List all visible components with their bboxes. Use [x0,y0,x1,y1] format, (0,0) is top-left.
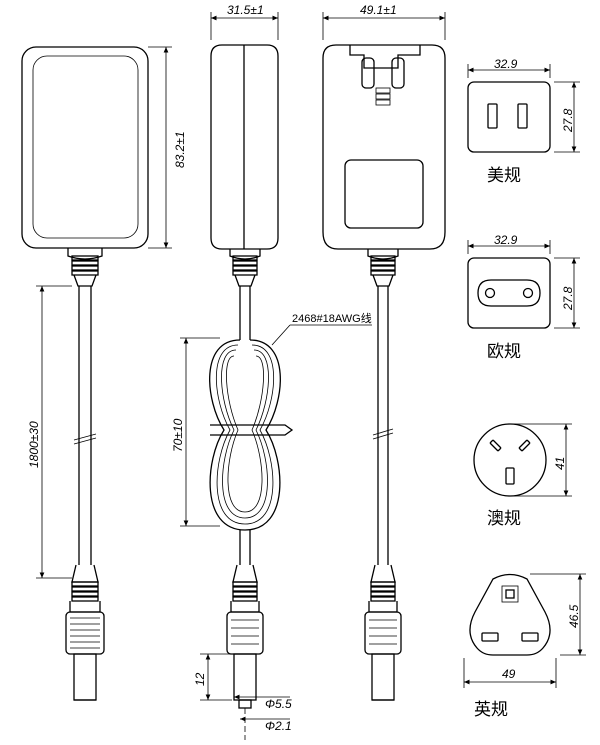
label-uk: 英规 [474,700,508,720]
label-inner-dia: Φ2.1 [265,719,292,733]
label-uk-height: 46.5 [567,604,581,628]
label-cable-spec: 2468#18AWG线 [292,311,372,325]
prong-left [361,57,375,89]
adapter-body-back [322,44,446,250]
au-plug [473,423,572,497]
side-view [180,12,372,740]
label-au: 澳规 [487,509,521,529]
dim-cable-length [36,285,72,579]
label-eu-width: 32.9 [494,233,518,247]
dc-plug-side [226,564,264,740]
label-area [344,159,424,229]
prong-right [391,57,405,89]
strain-relief-top [67,248,103,287]
dim-height-body [148,46,172,249]
label-width-back: 49.1±1 [360,3,397,17]
label-cable-length: 1800±30 [27,421,41,468]
label-outer-dia: Φ5.5 [265,697,292,711]
prong-slot [349,45,421,69]
back-view [322,12,446,701]
adapter-face [32,55,139,239]
dc-plug-back [364,564,402,701]
label-us: 美规 [487,166,521,186]
adapter-body-front [21,46,149,249]
label-height-body: 83.2±1 [173,131,187,168]
eu-plug [467,240,580,329]
cable-break-mark [73,433,97,445]
label-width-top: 31.5±1 [227,3,264,17]
label-us-width: 32.9 [494,57,518,71]
adapter-body-side [210,44,279,250]
label-us-height: 27.8 [561,108,575,133]
us-plug [467,64,580,153]
label-coil-length: 70±10 [171,418,185,452]
uk-plug [463,573,586,688]
front-view [21,46,172,701]
label-eu-height: 27.8 [561,286,575,311]
label-plug-length: 12 [193,672,207,686]
label-eu: 欧规 [487,342,521,362]
label-au-dia: 41 [553,457,567,470]
coiled-cable [209,339,294,565]
dc-plug-front [65,564,105,701]
label-uk-width: 49 [502,667,516,681]
